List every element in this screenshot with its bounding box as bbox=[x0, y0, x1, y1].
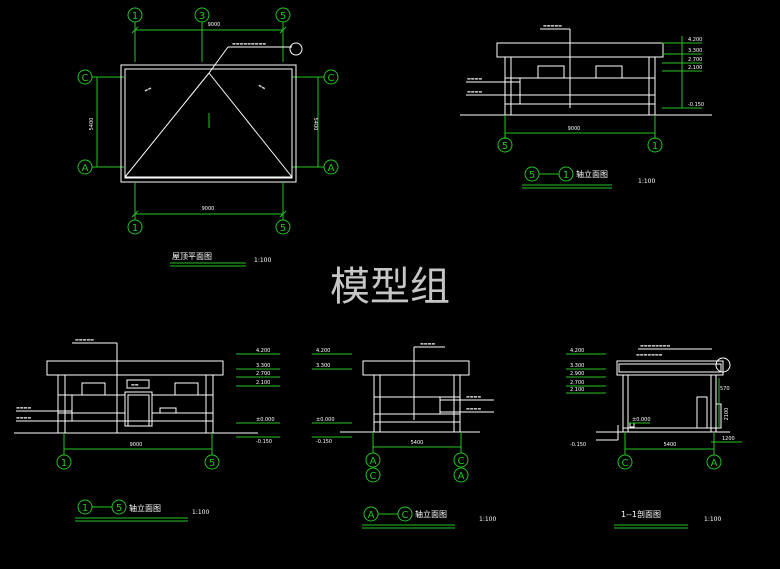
elevac-dim: 5400 bbox=[411, 440, 424, 446]
elevac-level-2: 3.300 bbox=[316, 363, 330, 369]
elevac-axis-top-left: A bbox=[370, 456, 377, 467]
dim-top: 9000 bbox=[208, 22, 221, 28]
svg-text:▬▬▬▬▬: ▬▬▬▬▬ bbox=[543, 23, 562, 28]
svg-text:▬▬▬▬▬▬▬: ▬▬▬▬▬▬▬ bbox=[636, 352, 663, 357]
elevac-axis-bottom-left: C bbox=[370, 471, 377, 482]
elevac-axis-bottom-right: A bbox=[458, 471, 465, 482]
svg-text:▬▬▬▬: ▬▬▬▬ bbox=[420, 341, 435, 346]
elev51-axis-left: 5 bbox=[502, 141, 508, 152]
elevation-5-1: ▬▬▬▬▬ ▬▬▬▬ ▬▬▬▬ 4.200 3.300 2.700 2.100 … bbox=[460, 23, 712, 189]
elev51-dim: 9000 bbox=[568, 126, 581, 132]
svg-text:▬▬▬▬: ▬▬▬▬ bbox=[466, 394, 481, 399]
elevac-level-4: -0.150 bbox=[316, 439, 332, 445]
dim-left: 5400 bbox=[89, 118, 95, 131]
elevac-axis-top-right: C bbox=[458, 456, 465, 467]
elevac-title-from: A bbox=[368, 510, 375, 521]
sec-level-6: ±0.000 bbox=[632, 417, 651, 423]
axis-label-top-5: 5 bbox=[280, 11, 286, 22]
elevac-scale: 1:100 bbox=[479, 516, 496, 523]
axis-label-left-A: A bbox=[82, 163, 89, 174]
elev51-title-to: 1 bbox=[563, 170, 569, 181]
svg-text:▬▬▬▬: ▬▬▬▬ bbox=[466, 406, 481, 411]
elev51-title: 轴立面图 bbox=[576, 169, 608, 179]
axis-bubble-top-1 bbox=[127, 7, 143, 23]
roof-outer-edge bbox=[120, 64, 297, 183]
elev15-scale: 1:100 bbox=[192, 509, 209, 516]
elev15-level-3: 2.700 bbox=[256, 371, 270, 377]
section-scale: 1:100 bbox=[704, 516, 721, 523]
axis-label-top-3: 3 bbox=[199, 11, 205, 22]
svg-text:▬▬: ▬▬ bbox=[143, 85, 152, 93]
axis-label-top-1: 1 bbox=[132, 11, 138, 22]
watermark: 模型组 bbox=[330, 264, 450, 310]
sec-level-4: 2.700 bbox=[570, 380, 584, 386]
svg-text:▬▬▬▬: ▬▬▬▬ bbox=[16, 405, 31, 410]
roof-plan-title: 屋顶平面图 bbox=[172, 252, 212, 261]
elev15-axis-left: 1 bbox=[61, 458, 67, 469]
sec-level-2: 3.300 bbox=[570, 363, 584, 369]
elev15-level-1: 4.200 bbox=[256, 348, 270, 354]
axis-bubble-top-5 bbox=[275, 7, 291, 23]
sec-level-7: -0.150 bbox=[570, 442, 586, 448]
svg-text:▬▬▬▬: ▬▬▬▬ bbox=[16, 415, 31, 420]
sec-axis-left: C bbox=[622, 458, 629, 469]
roof-plan-scale: 1:100 bbox=[254, 257, 271, 264]
sec-level-1: 4.200 bbox=[570, 348, 584, 354]
callout-note-roof: ▬▬▬▬▬▬▬▬▬ bbox=[232, 41, 266, 46]
elev15-title-from: 1 bbox=[82, 503, 88, 514]
roof-plan: 1 3 5 9000 ▬▬▬▬▬▬▬▬▬ C A C A 5400 5400 bbox=[77, 7, 339, 267]
elevac-level-1: 4.200 bbox=[316, 348, 330, 354]
axis-label-bottom-5: 5 bbox=[280, 223, 286, 234]
elevac-level-3: ±0.000 bbox=[316, 417, 335, 423]
section-1-1: ▬▬▬▬▬▬▬▬ ▬▬▬▬▬▬▬ 4.200 3.300 2.900 2.700… bbox=[566, 343, 742, 529]
elev51-level-1: 4.200 bbox=[688, 37, 702, 43]
svg-text:▬▬: ▬▬ bbox=[258, 83, 267, 91]
sec-dim-right: 1200 bbox=[722, 436, 735, 442]
axis-bubble-top-3 bbox=[194, 7, 210, 23]
sec-dim-height: 2100 bbox=[724, 408, 730, 421]
svg-text:▬▬: ▬▬ bbox=[131, 382, 139, 387]
sec-level-3: 2.900 bbox=[570, 371, 584, 377]
elevac-title: 轴立面图 bbox=[415, 509, 447, 519]
elev15-level-2: 3.300 bbox=[256, 363, 270, 369]
section-title: 1--1剖面图 bbox=[621, 509, 661, 519]
sec-level-5: 2.100 bbox=[570, 387, 584, 393]
elevac-title-to: C bbox=[402, 510, 409, 521]
roof-inner-edge bbox=[124, 68, 293, 179]
dim-bottom: 9000 bbox=[202, 206, 215, 212]
axis-label-left-C: C bbox=[82, 73, 89, 84]
elev15-level-5: ±0.000 bbox=[256, 417, 275, 423]
elev51-axis-right: 1 bbox=[652, 141, 658, 152]
elev15-title-to: 5 bbox=[116, 503, 122, 514]
sec-dim: 5400 bbox=[664, 442, 677, 448]
elev51-scale: 1:100 bbox=[638, 178, 655, 185]
elev15-level-4: 2.100 bbox=[256, 380, 270, 386]
axis-label-right-C: C bbox=[328, 73, 335, 84]
sec-dim-small: 570 bbox=[720, 386, 730, 392]
elev15-dim: 9000 bbox=[130, 442, 143, 448]
elevation-a-c: ▬▬▬▬ ▬▬▬▬ ▬▬▬▬ 4.200 3.300 ±0.000 -0.150… bbox=[312, 341, 496, 529]
sec-axis-right: A bbox=[711, 458, 718, 469]
elev51-level-4: 2.100 bbox=[688, 65, 702, 71]
svg-text:▬▬▬▬▬▬▬▬: ▬▬▬▬▬▬▬▬ bbox=[640, 343, 670, 348]
svg-text:▬▬▬▬: ▬▬▬▬ bbox=[467, 89, 482, 94]
elev15-axis-right: 5 bbox=[209, 458, 215, 469]
elev51-level-3: 2.700 bbox=[688, 57, 702, 63]
axis-label-bottom-1: 1 bbox=[132, 223, 138, 234]
elev51-level-5: -0.150 bbox=[688, 102, 704, 108]
elevation-1-5: ▬▬ ▬▬▬▬▬ ▬▬▬▬ ▬▬▬▬ 4.200 3.300 2.700 2.1… bbox=[14, 337, 280, 522]
elev15-title: 轴立面图 bbox=[129, 503, 161, 513]
axis-label-right-A: A bbox=[328, 163, 335, 174]
elev51-title-from: 5 bbox=[529, 170, 535, 181]
svg-text:▬▬▬▬▬: ▬▬▬▬▬ bbox=[75, 337, 94, 342]
elev15-level-6: -0.150 bbox=[256, 439, 272, 445]
elev51-level-2: 3.300 bbox=[688, 48, 702, 54]
dim-right: 5400 bbox=[312, 118, 318, 131]
svg-text:▬▬▬▬: ▬▬▬▬ bbox=[467, 76, 482, 81]
